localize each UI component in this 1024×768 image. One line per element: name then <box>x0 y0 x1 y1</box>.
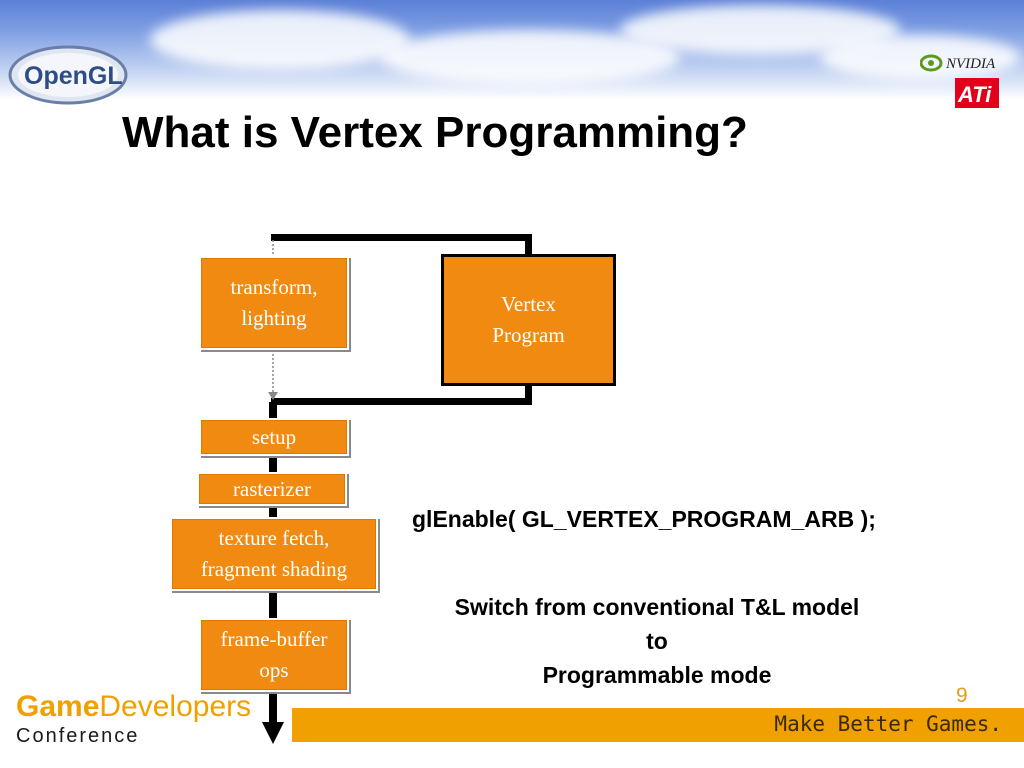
pipeline-arrowhead <box>262 722 284 744</box>
texture-label-line2: fragment shading <box>200 557 348 581</box>
rasterizer-box: rasterizer <box>197 472 347 506</box>
vertex-program-line2: Program <box>492 323 565 347</box>
gdc-logo-developers: Developers <box>99 690 252 723</box>
framebuffer-label-line1: frame-buffer <box>220 627 328 651</box>
transform-lighting-box: transform, lighting <box>199 256 349 350</box>
footer-bar: Make Better Games. <box>292 708 1024 742</box>
dotted-arrowhead <box>268 392 278 400</box>
page-number: 9 <box>956 684 968 707</box>
vertex-program-line1: Vertex <box>501 292 556 316</box>
bypass-top-line <box>271 234 532 241</box>
nvidia-logo-text: NVIDIA <box>945 56 996 72</box>
framebuffer-label-line2: ops <box>259 658 289 682</box>
opengl-logo-text: OpenGL <box>24 62 123 90</box>
bypass-bottom-line <box>271 398 532 405</box>
bypass-right-upper-line <box>525 234 532 258</box>
note-line3: Programmable mode <box>542 662 772 688</box>
slide-title: What is Vertex Programming? <box>122 108 748 157</box>
bypass-right-lower-line <box>525 383 532 405</box>
transform-label-line2: lighting <box>241 306 307 330</box>
ati-logo: ATi <box>955 78 999 108</box>
transform-label-line1: transform, <box>230 275 318 299</box>
gdc-logo-conference: Conference <box>16 725 140 747</box>
texture-label-line1: texture fetch, <box>218 526 330 550</box>
cloud <box>820 35 1020 80</box>
note-line1: Switch from conventional T&L model <box>454 594 860 620</box>
ati-logo-text: ATi <box>957 82 992 107</box>
texture-fragment-box: texture fetch, fragment shading <box>170 517 378 591</box>
setup-label: setup <box>251 424 297 449</box>
gdc-logo-game: Game <box>16 690 100 723</box>
framebuffer-box: frame-buffer ops <box>199 618 349 692</box>
nvidia-logo: NVIDIA <box>920 54 996 72</box>
cloud <box>150 10 410 70</box>
footer-tagline: Make Better Games. <box>774 712 1002 736</box>
vertex-program-box: Vertex Program <box>441 254 616 386</box>
gdc-logo: GameDevelopers Conference <box>16 690 251 748</box>
setup-box: setup <box>199 418 349 456</box>
rasterizer-label: rasterizer <box>232 476 312 501</box>
opengl-logo: OpenGL <box>8 45 128 105</box>
mode-switch-note: Switch from conventional T&L model to Pr… <box>400 590 914 692</box>
note-line2: to <box>646 628 668 654</box>
gl-enable-code: glEnable( GL_VERTEX_PROGRAM_ARB ); <box>412 506 876 532</box>
sky-banner <box>0 0 1024 100</box>
